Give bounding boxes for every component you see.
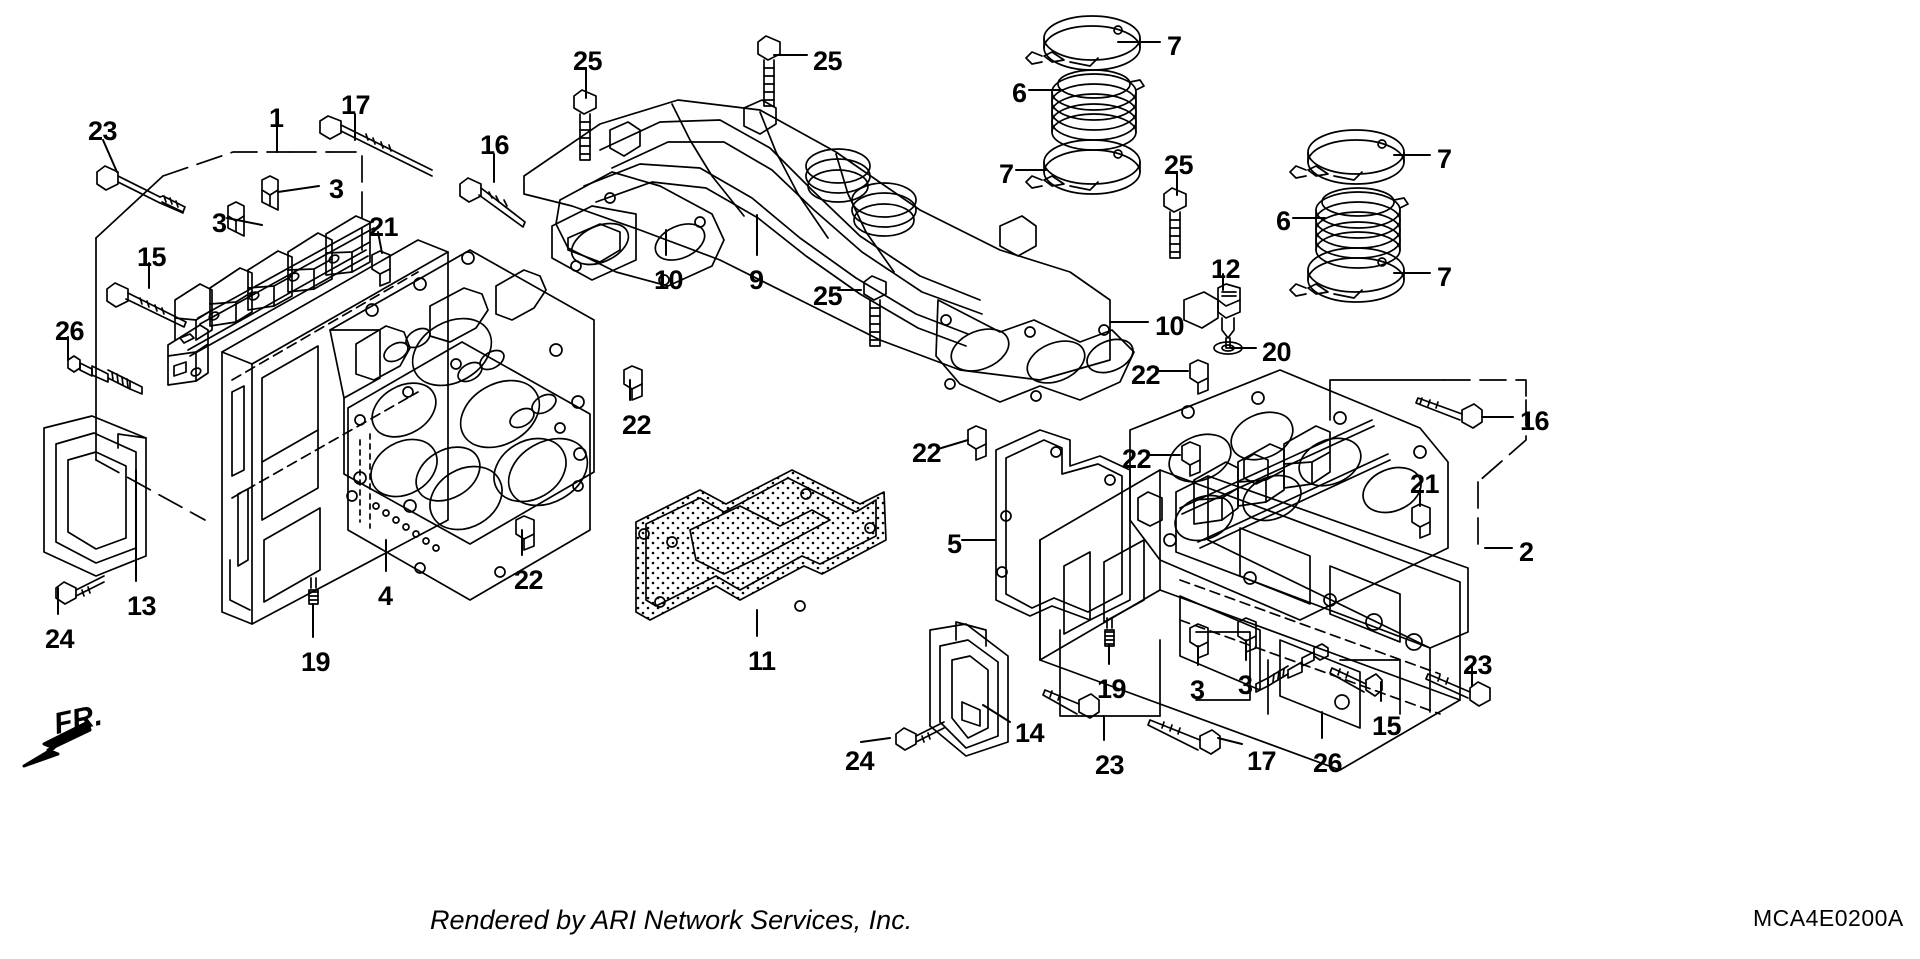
callout-number-24: 24 <box>45 624 75 654</box>
callout-number-7: 7 <box>1437 144 1452 174</box>
orientation-arrow-icon <box>18 718 92 770</box>
callout-number-1: 1 <box>269 103 284 133</box>
callout-number-17: 17 <box>341 90 371 120</box>
callout-number-3: 3 <box>329 174 344 204</box>
callout-number-3: 3 <box>1238 670 1253 700</box>
part-code-label: MCA4E0200A <box>1753 905 1904 931</box>
callout-number-15: 15 <box>1372 711 1402 741</box>
callout-number-21: 21 <box>1410 469 1440 499</box>
callout-number-11: 11 <box>748 646 776 676</box>
callout-number-16: 16 <box>480 130 510 160</box>
callout-number-3: 3 <box>1190 675 1205 705</box>
callout-number-12: 12 <box>1211 254 1241 284</box>
callout-number-9: 9 <box>749 265 764 295</box>
callout-number-20: 20 <box>1262 337 1292 367</box>
callout-number-7: 7 <box>1167 31 1182 61</box>
callout-number-15: 15 <box>137 242 167 272</box>
callout-number-25: 25 <box>813 281 843 311</box>
callout-number-21: 21 <box>369 212 399 242</box>
callout-number-19: 19 <box>301 647 331 677</box>
callout-number-22: 22 <box>1131 360 1161 390</box>
callout-number-3: 3 <box>212 208 227 238</box>
callout-number-24: 24 <box>845 746 875 776</box>
callout-number-23: 23 <box>88 116 118 146</box>
callout-number-22: 22 <box>912 438 942 468</box>
callout-number-23: 23 <box>1095 750 1125 780</box>
callout-number-22: 22 <box>622 410 652 440</box>
callout-number-25: 25 <box>1164 150 1194 180</box>
callout-number-25: 25 <box>813 46 843 76</box>
callout-number-16: 16 <box>1520 406 1550 436</box>
callout-number-6: 6 <box>1012 78 1027 108</box>
render-credit: Rendered by ARI Network Services, Inc. <box>430 905 913 935</box>
callout-number-10: 10 <box>1155 311 1185 341</box>
callout-number-19: 19 <box>1097 674 1127 704</box>
callout-number-17: 17 <box>1247 746 1277 776</box>
callout-number-7: 7 <box>999 159 1014 189</box>
callout-number-6: 6 <box>1276 206 1291 236</box>
callout-number-2: 2 <box>1519 537 1534 567</box>
callout-number-14: 14 <box>1015 718 1045 748</box>
callout-number-5: 5 <box>947 529 962 559</box>
callout-number-23: 23 <box>1463 650 1493 680</box>
callout-number-26: 26 <box>1313 748 1343 778</box>
callout-number-4: 4 <box>378 581 393 611</box>
callout-number-7: 7 <box>1437 262 1452 292</box>
callout-number-22: 22 <box>514 565 544 595</box>
callout-number-10: 10 <box>654 265 684 295</box>
callout-number-25: 25 <box>573 46 603 76</box>
callout-number-26: 26 <box>55 316 85 346</box>
callout-number-13: 13 <box>127 591 157 621</box>
callout-number-22: 22 <box>1122 444 1152 474</box>
